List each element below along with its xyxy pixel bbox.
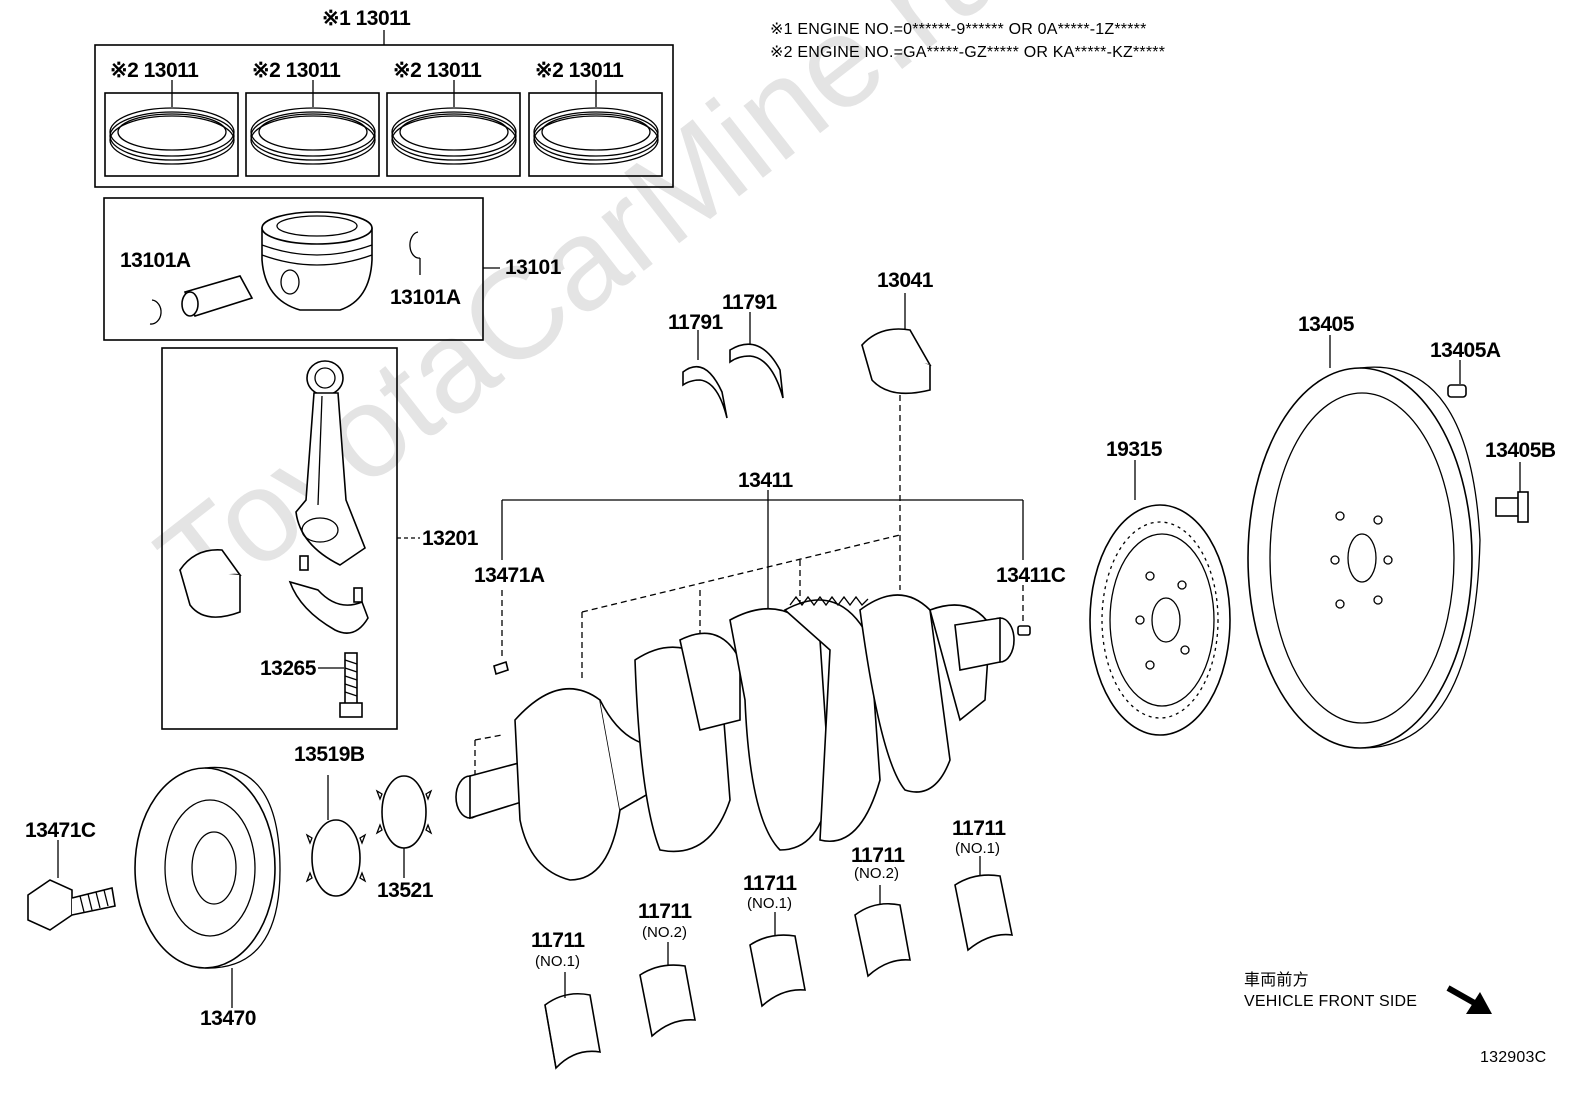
main-bearing-3-label: 11711	[743, 872, 797, 895]
main-bearing-5-label: 11711	[952, 817, 1006, 840]
sprocket-a-label: 13519B	[294, 743, 365, 766]
thrust-washer-2	[729, 312, 784, 399]
conrod-bearing-in-box	[178, 549, 242, 618]
main-bearing-4-note: (NO.2)	[854, 865, 899, 882]
pin-rear-label: 13411C	[996, 564, 1066, 587]
piston	[261, 211, 373, 311]
main-bearing-4	[854, 885, 911, 978]
front-arrow-icon	[1446, 985, 1492, 1014]
snap-ring-left	[149, 299, 162, 325]
key-13471a	[493, 660, 509, 676]
flywheel-bolt-label: 13405B	[1485, 439, 1556, 462]
flywheel-label: 13405	[1298, 313, 1354, 336]
main-bearing-5-note: (NO.1)	[955, 840, 1000, 857]
flywheel-bolt	[1495, 462, 1529, 523]
diagram-id: 132903C	[1480, 1049, 1547, 1066]
piston-box	[103, 197, 500, 341]
sprocket-13521	[375, 775, 433, 878]
conrod-box	[161, 347, 420, 730]
piston-ring-2	[245, 80, 380, 177]
conrod-label: 13201	[422, 527, 478, 550]
main-bearing-2-note: (NO.2)	[642, 924, 687, 941]
key-front-label: 13471A	[474, 564, 545, 587]
conrod-bolt	[318, 652, 363, 718]
ring-label-3: ※2 13011	[393, 59, 482, 82]
piston-ring-4	[528, 80, 663, 177]
main-bearing-1-note: (NO.1)	[535, 953, 580, 970]
conrod-bearing-label: 13041	[877, 269, 933, 292]
pin-13411c	[1017, 625, 1031, 636]
connecting-rod	[295, 360, 366, 566]
conrod-bearing-13041	[860, 293, 932, 590]
crank-pulley	[134, 766, 281, 1008]
thrust-washer-2-label: 11791	[722, 291, 777, 314]
flywheel-pin	[1447, 360, 1467, 398]
ring-set-box	[94, 30, 674, 188]
ring-set-label: ※1 13011	[322, 7, 411, 30]
crankshaft-label: 13411	[738, 469, 793, 492]
main-bearing-2-label: 11711	[638, 900, 692, 923]
snap-ring-right	[409, 231, 421, 275]
main-bearing-3	[749, 912, 806, 1008]
sprocket-b-label: 13521	[377, 879, 433, 902]
main-bearing-4-label: 11711	[851, 844, 905, 867]
ring-label-1: ※2 13011	[110, 59, 199, 82]
thrust-washer-1-label: 11791	[668, 311, 723, 334]
thrust-washer-1	[682, 330, 728, 419]
main-bearing-2	[639, 942, 696, 1038]
timing-rotor-label: 19315	[1106, 438, 1162, 461]
flywheel-pin-label: 13405A	[1430, 339, 1501, 362]
crank-pulley-label: 13470	[200, 1007, 256, 1030]
piston-pin	[181, 275, 254, 317]
front-side-en: VEHICLE FRONT SIDE	[1244, 993, 1418, 1010]
main-bearing-1	[544, 972, 601, 1070]
main-bearing-1-label: 11711	[531, 929, 585, 952]
piston-ring-1	[104, 80, 239, 177]
front-side-jp: 車両前方	[1244, 972, 1309, 989]
crankshaft	[455, 594, 1015, 881]
piston-ring-3	[386, 80, 521, 177]
engine-note-1: ※1 ENGINE NO.=0******-9****** OR 0A*****…	[770, 21, 1147, 38]
conrod-bolt-label: 13265	[260, 657, 316, 680]
main-bearing-3-note: (NO.1)	[747, 895, 792, 912]
engine-note-2: ※2 ENGINE NO.=GA*****-GZ***** OR KA*****…	[770, 44, 1166, 61]
pulley-bolt-label: 13471C	[25, 819, 96, 842]
sprocket-13519b	[305, 775, 367, 897]
piston-assy-label: 13101	[505, 256, 561, 279]
snap-ring-right-label: 13101A	[390, 286, 461, 309]
ring-label-2: ※2 13011	[252, 59, 341, 82]
conrod-cap	[288, 555, 369, 634]
main-bearing-5	[954, 856, 1014, 952]
timing-rotor	[1089, 460, 1231, 736]
flywheel	[1247, 335, 1481, 749]
snap-ring-left-label: 13101A	[120, 249, 191, 272]
pulley-bolt	[27, 840, 116, 931]
ring-label-4: ※2 13011	[535, 59, 624, 82]
